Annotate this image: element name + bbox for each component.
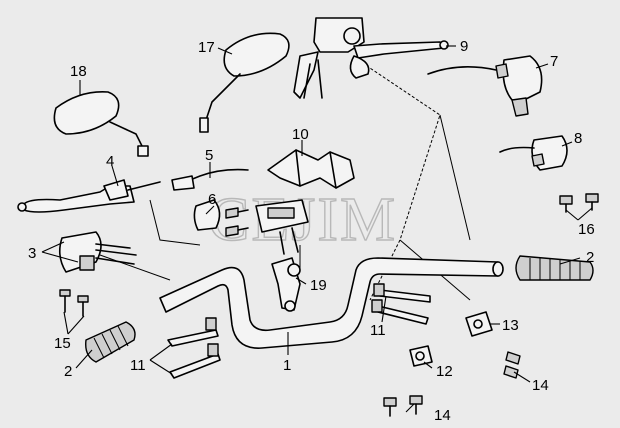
right-switch [499,135,568,171]
callout-5: 5 [205,147,213,164]
screws-right [559,193,599,213]
callout-4: 4 [106,153,114,170]
callout-12: 12 [436,363,453,380]
choke-cable [171,168,249,191]
callout-1: 1 [283,357,291,374]
cable-tie-left-bottom [169,343,221,379]
cable-tie-right-bottom [371,299,429,325]
throttle-housing [427,55,543,117]
callout-11-left: 11 [130,357,146,374]
leader-lines [41,45,593,413]
master-cylinder [293,17,449,99]
handlebar [159,257,504,349]
callout-17: 17 [198,39,215,56]
center-clamp [271,257,301,312]
callout-2-right-grip: 2 [586,249,594,266]
cable-tie-right-top [373,283,431,303]
grip-left [85,321,136,363]
callout-6: 6 [208,191,216,208]
bolts [383,351,521,417]
callout-9: 9 [460,38,468,55]
callout-18: 18 [70,63,87,80]
mount-bracket [267,149,355,189]
callout-2-left-grip: 2 [64,363,72,380]
callout-10: 10 [292,126,309,143]
callout-13: 13 [502,317,519,334]
center-switch-block [255,199,309,255]
callout-11-right: 11 [370,322,386,339]
callout-14-bottom: 14 [434,407,451,424]
callout-labels: 1 2 2 3 4 5 6 7 8 9 10 11 11 12 13 14 14… [28,38,595,424]
callout-19: 19 [310,277,327,294]
callout-7: 7 [550,53,558,70]
clutch-lever [17,179,161,213]
callout-3: 3 [28,245,36,262]
callout-16: 16 [578,221,595,238]
cable-tie-left-top [167,317,219,347]
screws-left [59,289,89,317]
callout-8: 8 [574,130,582,147]
clamp-right [465,311,493,337]
callout-14-right: 14 [532,377,549,394]
mirror-left [53,91,149,157]
mirror-right [199,32,290,133]
small-clamp [409,345,433,367]
callout-15: 15 [54,335,71,352]
grip-right [515,255,594,281]
left-switch [58,231,137,273]
